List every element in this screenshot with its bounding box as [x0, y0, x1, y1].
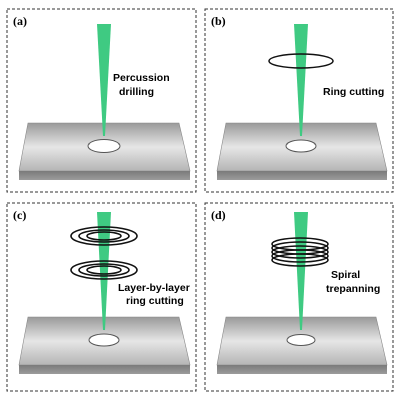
caption-line-1: Layer-by-layer — [118, 282, 190, 294]
panel-b: (b) Ring cutting — [204, 8, 394, 193]
workpiece-plate — [18, 316, 191, 374]
caption-line-2: trepanning — [326, 283, 380, 295]
laser-beam — [97, 24, 111, 136]
workpiece-plate — [216, 122, 388, 180]
drilled-hole — [286, 334, 316, 346]
cutting-ring — [268, 53, 334, 69]
panel-border — [6, 8, 197, 193]
panel-label: (d) — [211, 208, 226, 222]
laser-beam — [294, 24, 308, 136]
caption-line-2: drilling — [119, 86, 154, 98]
panel-border — [6, 202, 197, 392]
ring-layer-lower — [70, 260, 138, 280]
panel-label: (c) — [13, 208, 26, 222]
panel-a: (a) Percussion drilling — [6, 8, 197, 193]
workpiece-plate — [18, 122, 191, 180]
caption-line-1: Percussion — [113, 72, 170, 84]
panel-c: (c) Layer-by-layer ring cutting — [6, 202, 197, 392]
workpiece-plate — [216, 316, 388, 374]
drilled-hole — [88, 333, 120, 347]
laser-beam — [294, 212, 308, 330]
panel-label: (b) — [211, 14, 226, 28]
ring-layer-upper — [70, 226, 138, 246]
panel-label: (a) — [13, 14, 27, 28]
drilled-hole — [87, 139, 121, 153]
panel-d: (d) Spiral trepanning — [204, 202, 394, 392]
panel-border — [204, 8, 394, 193]
caption-line-2: ring cutting — [126, 295, 184, 307]
spiral-coil — [271, 237, 329, 267]
panel-border — [204, 202, 394, 392]
drilled-hole — [285, 139, 317, 153]
caption-line-1: Spiral — [331, 269, 360, 281]
caption-line-1: Ring cutting — [323, 86, 384, 98]
